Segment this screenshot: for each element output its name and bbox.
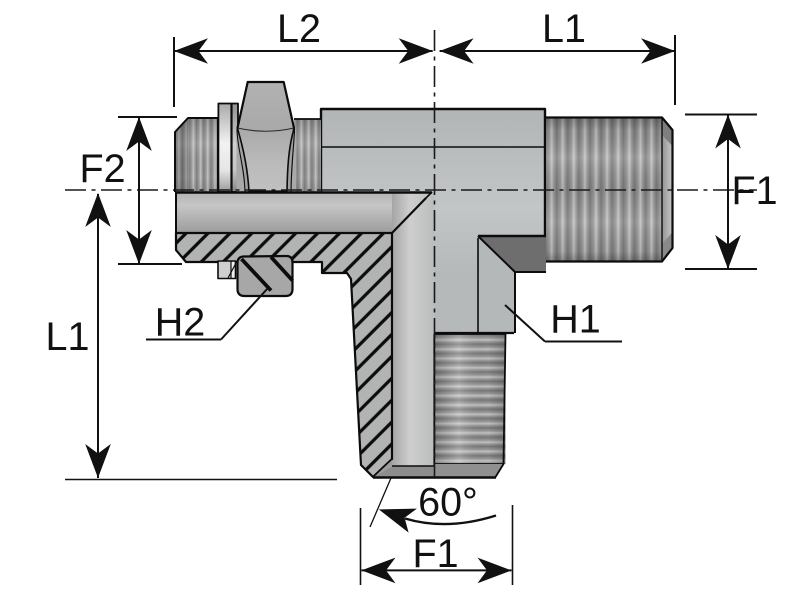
svg-text:60°: 60° (418, 481, 478, 525)
svg-text:L1: L1 (542, 7, 586, 51)
svg-text:H1: H1 (550, 298, 601, 342)
svg-text:H2: H2 (155, 301, 206, 345)
svg-text:F2: F2 (79, 147, 125, 191)
svg-text:L2: L2 (277, 7, 321, 51)
svg-text:F1: F1 (412, 532, 458, 576)
svg-text:F1: F1 (731, 169, 777, 213)
svg-text:L1: L1 (46, 315, 90, 359)
